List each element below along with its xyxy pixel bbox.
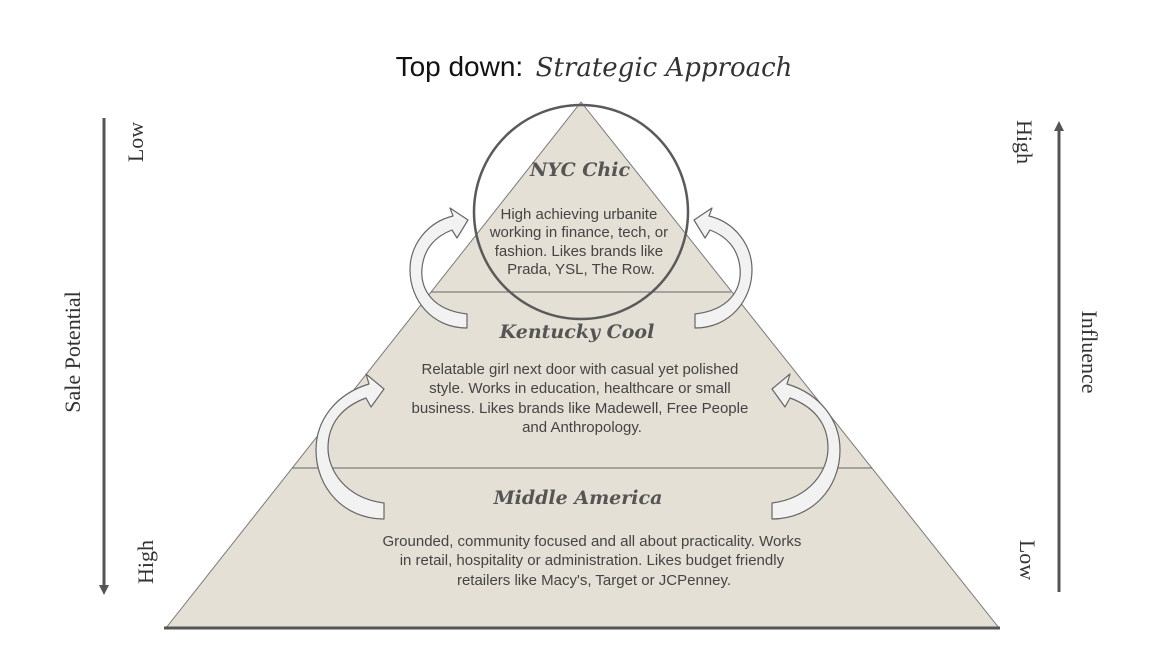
top-tier-circle [472, 103, 690, 321]
title-suffix: Strategic Approach [536, 53, 793, 83]
left-axis-top-label: Low [123, 122, 148, 162]
left-axis-label: Sale Potential [60, 291, 85, 413]
right-axis-label: Influence [1077, 310, 1102, 393]
tier-title-kentucky-cool: Kentucky Cool [499, 321, 655, 343]
diagram-title: Top down: Strategic Approach [396, 51, 793, 83]
tier-title-middle-america: Middle America [493, 487, 663, 509]
right-axis-top-label: High [1012, 120, 1037, 164]
left-axis-bottom-label: High [133, 540, 158, 584]
tier-description-nyc-chic: High achieving urbanite working in finan… [489, 206, 673, 278]
right-axis-bottom-label: Low [1015, 540, 1040, 580]
curved-arrow-top-right [693, 207, 753, 329]
title-prefix: Top down: [396, 51, 524, 82]
tier-description-middle-america: Grounded, community focused and all abou… [383, 533, 806, 589]
curved-arrow-top-left [409, 207, 469, 329]
curved-arrow-middle-left [315, 373, 385, 520]
curved-arrow-middle-right [771, 373, 841, 520]
tier-description-kentucky-cool: Relatable girl next door with casual yet… [411, 361, 752, 436]
tier-title-nyc-chic: NYC Chic [529, 159, 630, 181]
